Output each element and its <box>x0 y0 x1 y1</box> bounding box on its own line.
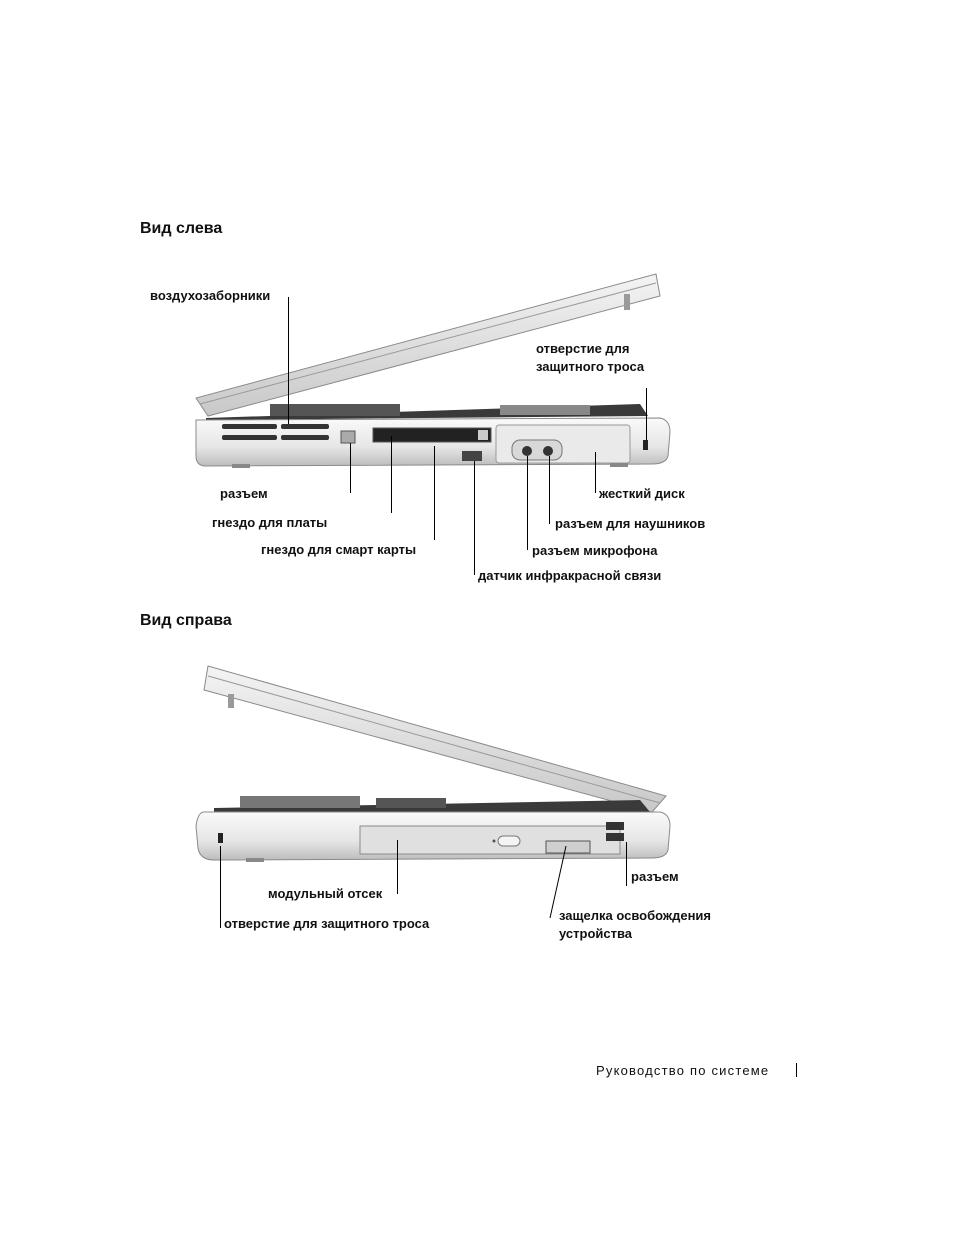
infrared-sensor-graphic <box>462 451 482 461</box>
connector-port <box>340 430 356 444</box>
usb-port-graphic <box>606 822 624 830</box>
right-view-heading: Вид справа <box>140 612 232 629</box>
microphone-jack-graphic <box>522 446 532 456</box>
microphone-connector-label: разъем микрофона <box>532 543 658 558</box>
device-latch-label: защелка освобождения устройства <box>559 908 712 941</box>
card-slot-graphic <box>372 427 492 443</box>
hard-drive-label: жесткий диск <box>599 486 685 501</box>
left-view-heading: Вид слева <box>140 220 223 237</box>
card-slot-leader <box>391 436 392 513</box>
device-latch-graphic <box>545 840 591 854</box>
microphone-connector-leader <box>527 456 528 550</box>
headphone-jack-graphic <box>543 446 553 456</box>
modular-bay-label: модульный отсек <box>268 886 383 901</box>
laptop-lid <box>195 273 661 417</box>
footer-divider <box>796 1063 797 1077</box>
page-footer: Руководство по системе <box>596 1063 770 1078</box>
headphone-connector-leader <box>549 456 550 524</box>
security-slot-leader <box>646 388 647 440</box>
right-connector-label: разъем <box>631 869 679 884</box>
connector-label: разъем <box>220 486 268 501</box>
infrared-sensor-label: датчик инфракрасной связи <box>478 568 662 583</box>
smart-card-slot-label: гнездо для смарт карты <box>261 542 417 557</box>
right-security-slot-leader <box>220 846 221 928</box>
connector-leader <box>350 443 351 493</box>
security-slot-graphic <box>643 440 648 450</box>
modular-bay-leader <box>397 840 398 894</box>
hard-drive-leader <box>595 452 596 493</box>
headphone-connector-label: разъем для наушников <box>555 516 706 531</box>
right-security-slot-label: отверстие для защитного троса <box>224 916 430 931</box>
air-vents-label: воздухозаборники <box>150 288 271 303</box>
air-vents-graphic <box>222 424 329 440</box>
right-connector-leader <box>626 842 627 886</box>
smart-card-slot-leader <box>434 446 435 540</box>
air-vents-leader <box>288 297 289 424</box>
card-slot-label: гнездо для платы <box>212 515 328 530</box>
infrared-sensor-leader <box>474 461 475 575</box>
security-slot-label: отверстие для защитного троса <box>536 341 645 374</box>
security-slot-graphic <box>218 833 223 843</box>
usb-port-graphic <box>606 833 624 841</box>
